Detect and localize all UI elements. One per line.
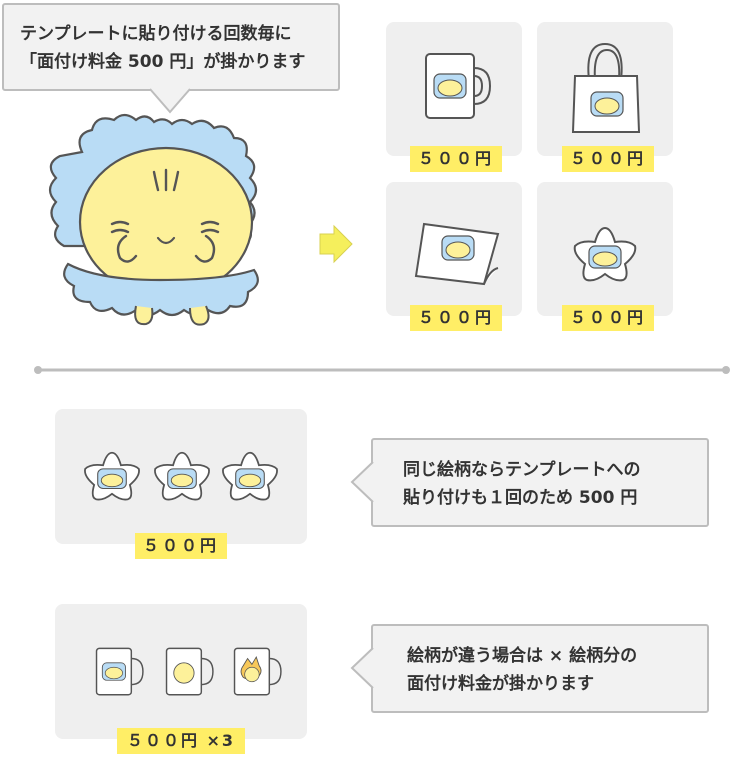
example-card-different-designs: [55, 604, 307, 739]
bubble-tail-icon: [149, 88, 191, 114]
tote-bag-icon: [571, 42, 641, 133]
mug-icon: [233, 647, 282, 696]
product-card-mug: [386, 22, 522, 156]
product-card-tote-bag: [537, 22, 673, 156]
bubble-tail-icon: [350, 461, 374, 503]
note-line2: 面付け料金が掛かります: [407, 674, 594, 694]
price-tag: ５００円 ×3: [117, 728, 245, 754]
price-tag: ５００円: [410, 305, 502, 331]
star-sticker-icon: [222, 451, 278, 501]
price-tag: ５００円: [410, 146, 502, 172]
star-sticker-icon: [84, 451, 140, 501]
price-tag: ５００円: [562, 146, 654, 172]
note-line2: 貼り付けも１回のため 500 円: [403, 488, 638, 508]
top-bubble-line2: 「面付け料金 500 円」が掛かります: [20, 52, 306, 72]
top-speech-bubble: テンプレートに貼り付ける回数毎に 「面付け料金 500 円」が掛かります: [2, 3, 340, 91]
example-card-same-design: [55, 409, 307, 544]
note-bubble-same-design: 同じ絵柄ならテンプレートへの 貼り付けも１回のため 500 円: [371, 438, 709, 527]
price-tag: ５００円: [562, 305, 654, 331]
arrow-right-icon: [319, 224, 353, 264]
product-card-sticker-sheet: [386, 182, 522, 316]
mug-icon: [95, 647, 144, 696]
section-divider: [34, 366, 730, 374]
bubble-tail-icon: [350, 647, 374, 689]
star-sticker-icon: [154, 451, 210, 501]
price-tag: ５００円: [135, 533, 227, 559]
product-card-star-sticker: [537, 182, 673, 316]
star-sticker-icon: [573, 226, 637, 282]
note-bubble-different-designs: 絵柄が違う場合は × 絵柄分の 面付け料金が掛かります: [371, 624, 709, 713]
character-illustration: [48, 113, 259, 326]
top-bubble-line1: テンプレートに貼り付ける回数毎に: [20, 24, 292, 44]
note-line1: 絵柄が違う場合は × 絵柄分の: [407, 646, 638, 666]
sticker-sheet-icon: [414, 222, 500, 286]
mug-icon: [165, 647, 214, 696]
mug-icon: [425, 53, 492, 119]
note-line1: 同じ絵柄ならテンプレートへの: [403, 460, 641, 480]
